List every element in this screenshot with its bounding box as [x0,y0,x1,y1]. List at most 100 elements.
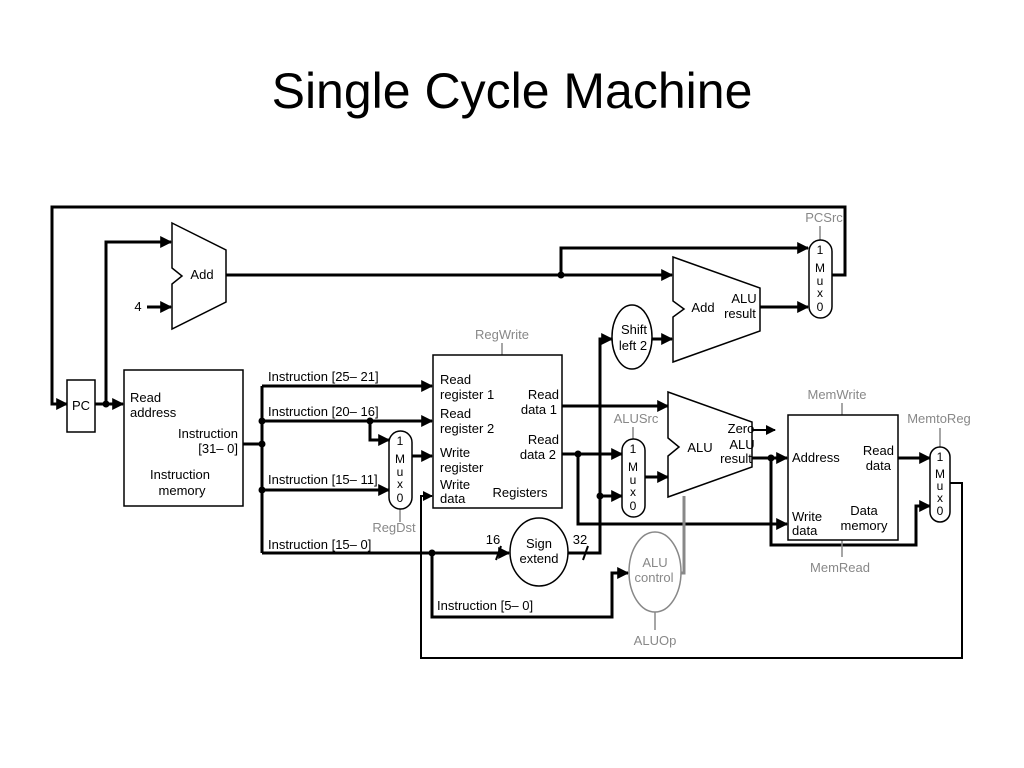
wire-rt-to-mux [368,421,391,446]
instruction-memory: Read address Instruction [31– 0] Instruc… [123,369,244,507]
svg-text:Registers: Registers [493,485,548,500]
svg-text:Sign: Sign [526,536,552,551]
wire-writeback [420,482,963,659]
svg-text:M: M [815,261,825,275]
svg-text:0: 0 [397,491,404,505]
field-20-16: Instruction [20– 16] [268,404,379,419]
svg-text:data: data [866,458,892,473]
datapath-wires [50,205,963,659]
branch-adder-result-2: result [724,306,756,321]
svg-text:register 1: register 1 [440,387,494,402]
svg-text:u: u [937,479,944,493]
svg-text:0: 0 [630,499,637,513]
svg-text:u: u [397,465,404,479]
constant-four: 4 [134,299,141,314]
pc-label: PC [72,398,90,413]
svg-text:x: x [630,485,636,499]
svg-text:result: result [720,451,752,466]
svg-text:data 2: data 2 [520,447,556,462]
svg-text:Read: Read [440,372,471,387]
svg-text:u: u [630,473,637,487]
svg-text:0: 0 [937,504,944,518]
svg-text:data: data [440,491,466,506]
wire-rd2-to-mem [576,454,789,530]
svg-text:address: address [130,405,177,420]
instruction-field-labels: Instruction [25– 21] Instruction [20– 16… [268,369,533,613]
svg-text:Data: Data [850,503,878,518]
mux-pcsrc: 1 M u x 0 [808,239,833,319]
svg-text:Read: Read [863,443,894,458]
svg-text:Shift: Shift [621,322,647,337]
svg-text:M: M [628,460,638,474]
svg-text:memory: memory [159,483,206,498]
pc-adder: Add [171,221,227,331]
svg-text:16: 16 [486,532,500,547]
svg-text:extend: extend [519,551,558,566]
branch-adder-label: Add [691,300,714,315]
signal-memtoreg: MemtoReg [907,411,971,426]
svg-text:Write: Write [440,477,470,492]
branch-adder-result-1: ALU [731,291,756,306]
svg-text:[31– 0]: [31– 0] [198,441,238,456]
signal-memwrite: MemWrite [808,387,867,402]
svg-text:Zero: Zero [728,421,755,436]
signal-regwrite: RegWrite [475,327,529,342]
pc-adder-label: Add [190,267,213,282]
signal-pcsrc: PCSrc [805,210,843,225]
svg-text:ALU: ALU [642,555,667,570]
wire-alu-bypass [769,458,932,547]
data-memory: Address Read data Write data Data memory [787,414,899,541]
svg-text:1: 1 [937,450,944,464]
svg-text:x: x [937,491,943,505]
svg-text:M: M [395,452,405,466]
svg-text:Write: Write [792,509,822,524]
wire-next-pc [50,205,847,410]
svg-text:register: register [440,460,484,475]
svg-text:M: M [935,467,945,481]
svg-text:x: x [817,286,823,300]
wire-junctions [102,271,775,557]
mux-alusrc: 1 M u x 0 [621,438,646,518]
svg-text:register 2: register 2 [440,421,494,436]
signal-memread: MemRead [810,560,870,575]
wire-pc-plus-4-mux [559,242,810,275]
svg-text:Read: Read [440,406,471,421]
svg-text:1: 1 [630,442,637,456]
svg-text:memory: memory [841,518,888,533]
field-25-21: Instruction [25– 21] [268,369,379,384]
svg-text:x: x [397,477,403,491]
svg-text:u: u [817,274,824,288]
control-signal-labels: PCSrc RegWrite RegDst ALUSrc MemWrite Me… [372,210,970,648]
svg-text:Read: Read [528,387,559,402]
wire-pc-to-adder [104,236,173,404]
svg-text:Read: Read [528,432,559,447]
mux-memtoreg: 1 M u x 0 [929,446,951,523]
svg-text:0: 0 [817,300,824,314]
program-counter: PC [66,379,96,433]
main-alu: ALU Zero ALU result [667,390,755,499]
wire-funct [430,553,630,619]
branch-adder: Add ALU result [672,255,761,364]
svg-text:1: 1 [397,434,404,448]
signal-regdst: RegDst [372,520,416,535]
svg-text:Address: Address [792,450,840,465]
shift-left-2: Shift left 2 [611,304,653,370]
svg-text:ALU: ALU [729,437,754,452]
svg-text:Instruction: Instruction [178,426,238,441]
svg-text:Write: Write [440,445,470,460]
sign-extend: Sign extend 16 32 [486,517,589,587]
svg-text:left 2: left 2 [619,338,647,353]
svg-text:1: 1 [817,243,824,257]
alu-control: ALU control [628,531,682,613]
mux-regdst: 1 M u x 0 [388,430,413,510]
signal-aluop: ALUOp [634,633,677,648]
wire-sign-extended [568,333,614,555]
field-15-0: Instruction [15– 0] [268,537,371,552]
slide-title: Single Cycle Machine [271,63,753,119]
svg-text:data 1: data 1 [521,402,557,417]
svg-text:Instruction: Instruction [150,467,210,482]
svg-text:control: control [634,570,673,585]
svg-text:32: 32 [573,532,587,547]
svg-text:Read: Read [130,390,161,405]
